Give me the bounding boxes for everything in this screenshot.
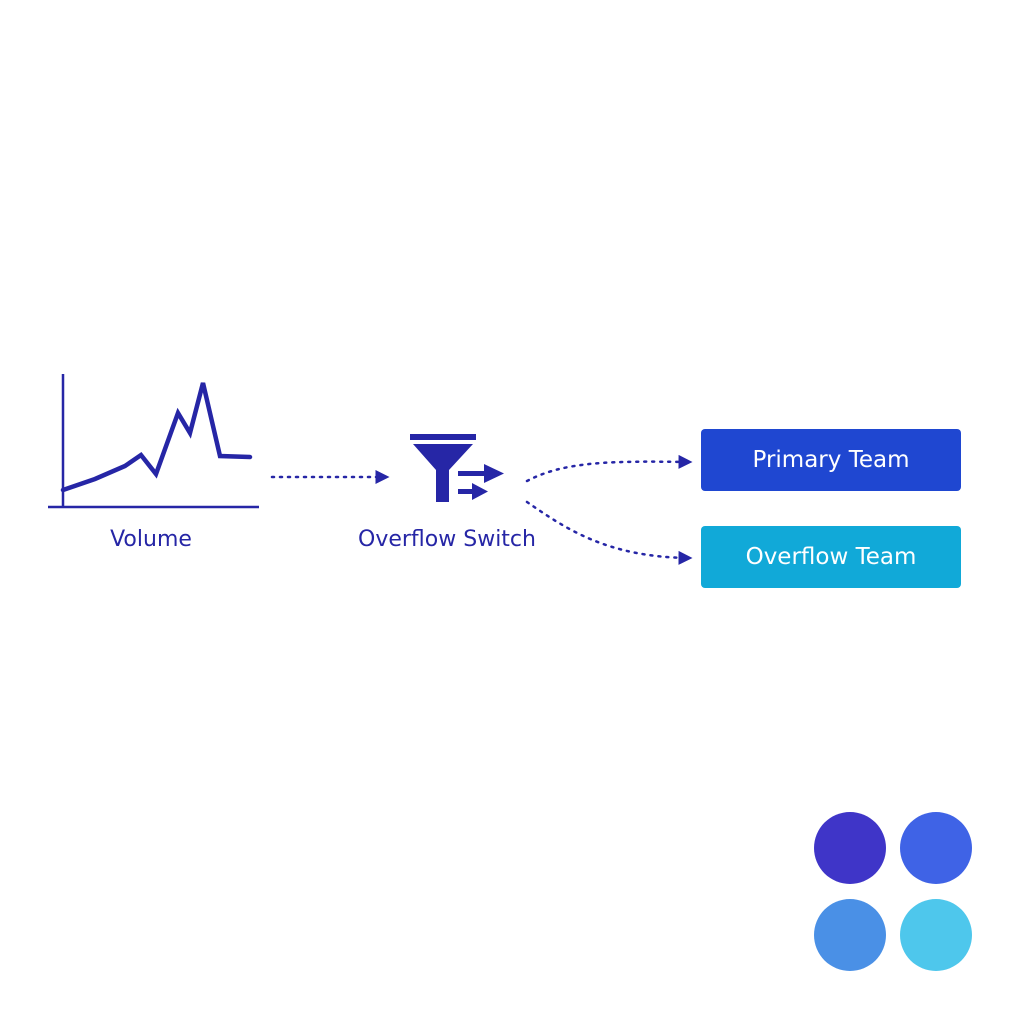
connector-switch-to-primary bbox=[525, 454, 693, 483]
connector-switch-to-overflow bbox=[525, 500, 693, 565]
volume-chart-icon bbox=[48, 374, 259, 509]
volume-label: Volume bbox=[110, 527, 192, 552]
funnel-route-icon bbox=[410, 434, 504, 502]
overflow-team-label: Overflow Team bbox=[745, 544, 917, 570]
palette-swatch-3 bbox=[814, 899, 886, 971]
palette-swatch-2 bbox=[900, 812, 972, 884]
overflow-team-box: Overflow Team bbox=[701, 526, 961, 588]
chart-spike-line bbox=[60, 382, 253, 493]
palette-swatch-4 bbox=[900, 899, 972, 971]
primary-team-box: Primary Team bbox=[701, 429, 961, 491]
overflow-switch-label: Overflow Switch bbox=[358, 527, 536, 552]
primary-team-label: Primary Team bbox=[752, 447, 910, 473]
palette-swatch-1 bbox=[814, 812, 886, 884]
